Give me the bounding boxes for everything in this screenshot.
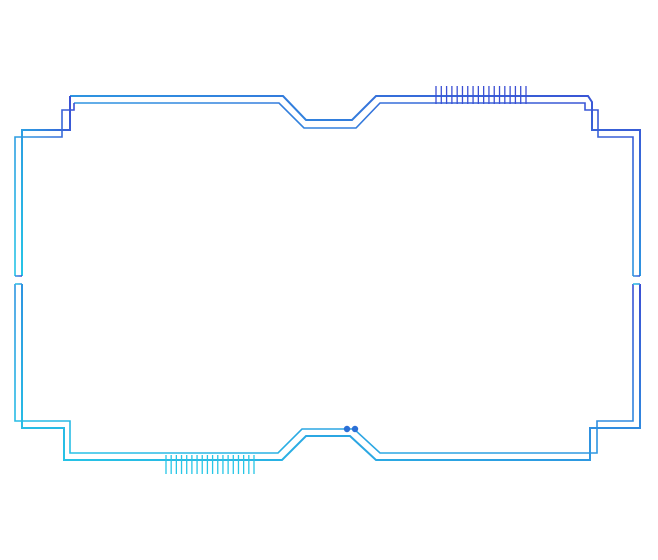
frame-left-inner-line <box>14 103 75 276</box>
frame-right-notch <box>633 275 640 285</box>
node-dots <box>343 425 359 433</box>
node-dot <box>343 425 351 433</box>
frame-bottom-inner-line <box>14 284 634 454</box>
frame-top-inner-line <box>74 102 634 276</box>
frame-left-notch <box>15 275 22 285</box>
frame-outer-lines <box>14 95 641 461</box>
frame-bottom-outer-line <box>21 284 641 461</box>
bottom-connector-ticks <box>165 455 255 474</box>
frame-left-outer-line <box>21 96 71 276</box>
top-connector-ticks <box>435 86 527 104</box>
frame-top-outer-line <box>70 95 641 276</box>
node-dot <box>351 425 359 433</box>
